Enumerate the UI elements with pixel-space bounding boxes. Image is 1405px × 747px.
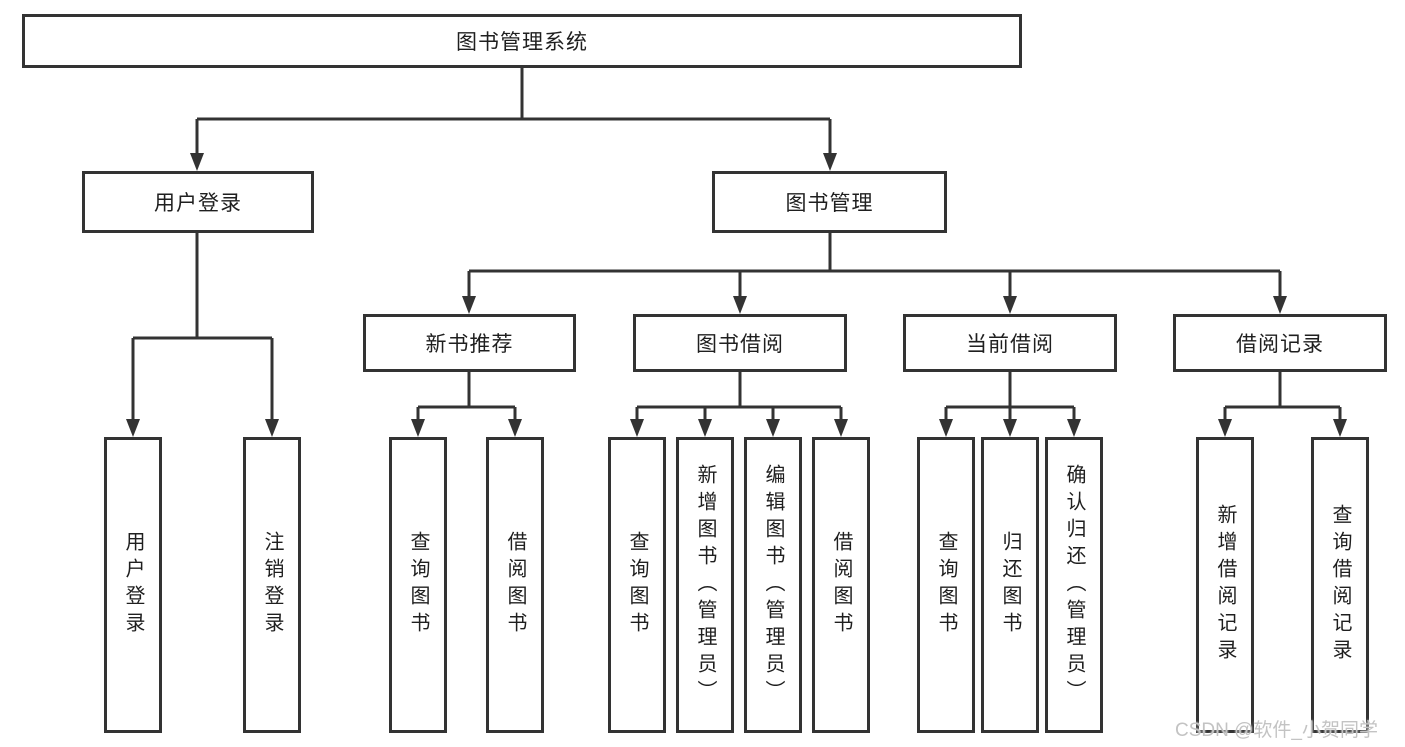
node-new-book-recommend-label: 新书推荐 bbox=[425, 333, 514, 356]
node-book-borrow: 图书借阅 bbox=[633, 314, 847, 372]
node-leaf-bb-query-book-label: 查询图书 bbox=[626, 531, 648, 639]
node-root-label: 图书管理系统 bbox=[456, 31, 588, 54]
node-leaf-cb-confirm-return: 确认归还（管理员） bbox=[1045, 437, 1103, 733]
node-leaf-nb-borrow-book-label: 借阅图书 bbox=[504, 531, 526, 639]
node-borrow-record: 借阅记录 bbox=[1173, 314, 1387, 372]
node-leaf-cb-return-book: 归还图书 bbox=[981, 437, 1039, 733]
arrowheads bbox=[126, 153, 1347, 437]
node-leaf-nb-query-book-label: 查询图书 bbox=[407, 531, 429, 639]
node-leaf-user-login-label: 用户登录 bbox=[122, 531, 144, 639]
node-leaf-bb-borrow-book-label: 借阅图书 bbox=[830, 531, 852, 639]
node-leaf-bb-add-book: 新增图书（管理员） bbox=[676, 437, 734, 733]
watermark: CSDN @软件_小贺同学 bbox=[1175, 720, 1378, 741]
node-leaf-br-add-record: 新增借阅记录 bbox=[1196, 437, 1254, 733]
node-user-login-label: 用户登录 bbox=[154, 192, 242, 215]
node-leaf-br-query-record-label: 查询借阅记录 bbox=[1329, 504, 1351, 666]
node-leaf-bb-query-book: 查询图书 bbox=[608, 437, 666, 733]
node-user-login: 用户登录 bbox=[82, 171, 314, 233]
node-leaf-cb-confirm-return-label: 确认归还（管理员） bbox=[1063, 463, 1085, 707]
node-leaf-br-add-record-label: 新增借阅记录 bbox=[1214, 504, 1236, 666]
node-leaf-bb-edit-book: 编辑图书（管理员） bbox=[744, 437, 802, 733]
node-root: 图书管理系统 bbox=[22, 14, 1022, 68]
node-leaf-br-query-record: 查询借阅记录 bbox=[1311, 437, 1369, 733]
node-borrow-record-label: 借阅记录 bbox=[1236, 333, 1324, 356]
node-leaf-bb-borrow-book: 借阅图书 bbox=[812, 437, 870, 733]
node-leaf-bb-add-book-label: 新增图书（管理员） bbox=[694, 463, 716, 707]
node-book-management: 图书管理 bbox=[712, 171, 947, 233]
node-leaf-nb-query-book: 查询图书 bbox=[389, 437, 447, 733]
node-current-borrow-label: 当前借阅 bbox=[966, 333, 1054, 356]
node-new-book-recommend: 新书推荐 bbox=[363, 314, 576, 372]
node-current-borrow: 当前借阅 bbox=[903, 314, 1117, 372]
node-leaf-logout: 注销登录 bbox=[243, 437, 301, 733]
node-leaf-nb-borrow-book: 借阅图书 bbox=[486, 437, 544, 733]
node-leaf-cb-return-book-label: 归还图书 bbox=[999, 531, 1021, 639]
node-leaf-bb-edit-book-label: 编辑图书（管理员） bbox=[762, 463, 784, 707]
node-book-borrow-label: 图书借阅 bbox=[696, 333, 784, 356]
node-leaf-cb-query-book-label: 查询图书 bbox=[935, 531, 957, 639]
node-book-management-label: 图书管理 bbox=[785, 192, 874, 215]
node-leaf-cb-query-book: 查询图书 bbox=[917, 437, 975, 733]
node-leaf-logout-label: 注销登录 bbox=[261, 531, 283, 639]
node-leaf-user-login: 用户登录 bbox=[104, 437, 162, 733]
